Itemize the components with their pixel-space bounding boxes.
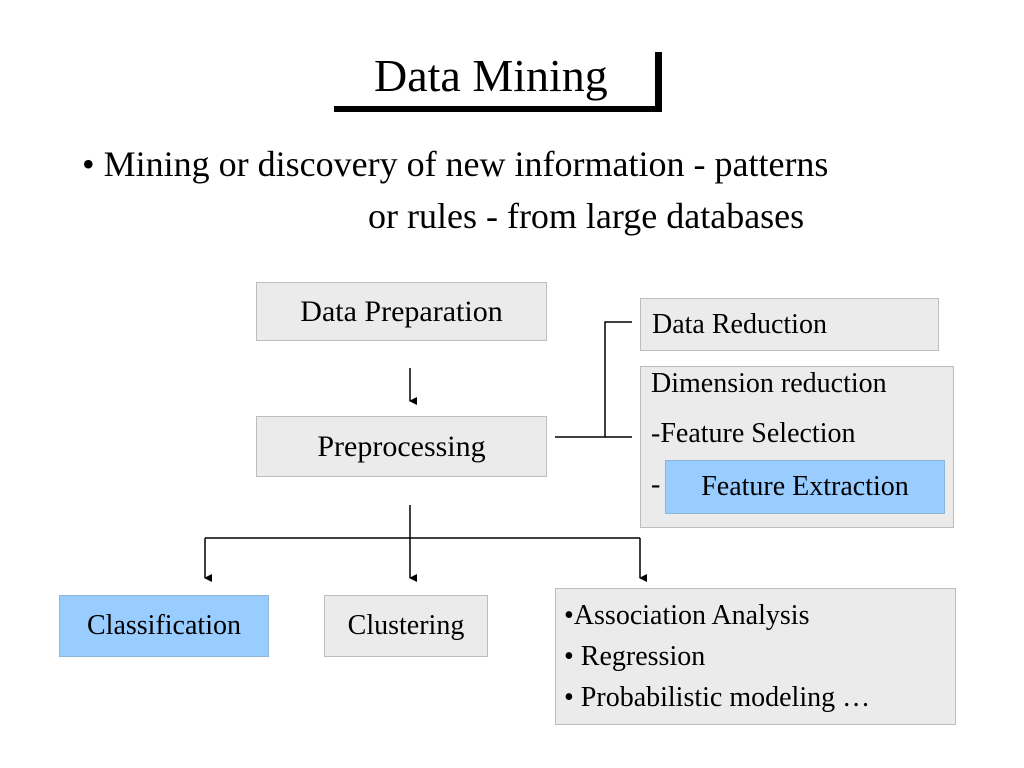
title-underline (334, 106, 662, 112)
regression-item: • Regression (564, 641, 706, 672)
title-accent-bar (655, 52, 662, 112)
feature-extraction-dash: - (651, 469, 661, 500)
feature-extraction-box: Feature Extraction (665, 460, 945, 514)
probabilistic-modeling-item: • Probabilistic modeling … (564, 682, 871, 713)
feature-selection-label: -Feature Selection (651, 418, 856, 449)
feature-extraction-label: Feature Extraction (701, 471, 909, 502)
bullet-line-2: or rules - from large databases (368, 196, 805, 236)
classification-box: Classification (59, 595, 269, 657)
preprocessing-box: Preprocessing (256, 416, 547, 477)
clustering-label: Clustering (347, 610, 465, 641)
association-analysis-item: •Association Analysis (564, 600, 810, 631)
connector-preprocessing-to-reduction (555, 321, 632, 438)
clustering-box: Clustering (324, 595, 488, 657)
data-preparation-label: Data Preparation (300, 294, 503, 328)
data-preparation-box: Data Preparation (256, 282, 547, 341)
data-reduction-label: Data Reduction (652, 309, 827, 340)
page-title: Data Mining (374, 50, 608, 101)
preprocessing-label: Preprocessing (317, 429, 486, 463)
other-methods-box: •Association Analysis • Regression • Pro… (555, 588, 956, 725)
bullet-line-1: • Mining or discovery of new information… (82, 144, 829, 184)
data-reduction-box: Data Reduction (640, 298, 939, 351)
classification-label: Classification (87, 610, 241, 641)
dimension-reduction-heading: Dimension reduction (651, 368, 887, 399)
